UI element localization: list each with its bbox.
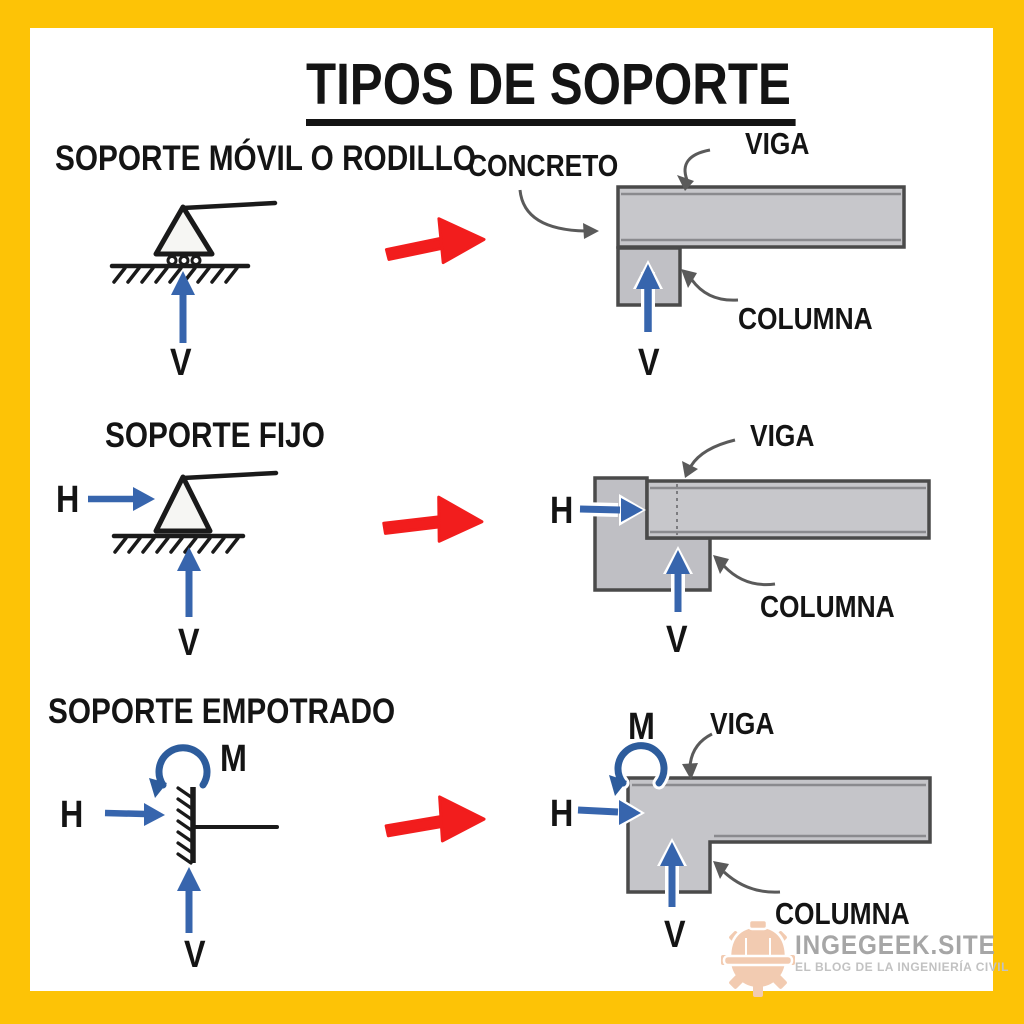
v-force-arrow-icon [633, 260, 663, 332]
ground-hatching [113, 536, 240, 554]
support-triangle [153, 204, 215, 257]
force-label-v: V [664, 914, 686, 956]
roller-wheels-icon [166, 255, 202, 266]
force-label-v: V [170, 342, 192, 384]
beam-edge-lines [650, 486, 926, 534]
force-label-v: V [638, 342, 660, 384]
beam-shape [645, 479, 931, 540]
beam-shape [616, 185, 906, 249]
beam-line [180, 200, 278, 211]
v-force-arrow-icon [177, 547, 201, 617]
concrete-pinned-joint-diagram [579, 438, 931, 612]
red-arrow-icon [384, 795, 486, 843]
moment-arc-arrow-icon [606, 739, 671, 799]
support-triangle [153, 474, 213, 534]
pinned-support-schematic [88, 470, 279, 617]
force-label-v: V [666, 619, 688, 661]
beam-label: VIGA [710, 706, 775, 741]
helmet-shape [722, 918, 794, 967]
watermark-brand: INGEGEEK.SITE [795, 930, 996, 960]
fixed-support-schematic [104, 744, 279, 933]
v-force-arrow-icon [657, 838, 687, 907]
column-label: COLUMNA [760, 589, 895, 624]
force-label-h: H [60, 794, 84, 836]
v-force-arrow-icon [663, 546, 693, 612]
h-force-arrow-icon [579, 494, 646, 526]
ground-hatching [112, 266, 239, 284]
force-label-h: H [550, 793, 574, 835]
viga-annotation-arrow-icon [677, 148, 711, 191]
section-pinned-title: SOPORTE FIJO [105, 416, 325, 455]
column-label: COLUMNA [738, 301, 873, 336]
columna-annotation-arrow-icon [713, 555, 776, 587]
v-force-arrow-icon [171, 271, 195, 343]
beam-edge-lines [632, 783, 926, 838]
columna-annotation-arrow-icon [681, 269, 739, 302]
force-label-v: V [178, 622, 200, 664]
roller-support-schematic [109, 200, 278, 343]
moment-arc-arrow-icon [149, 744, 211, 798]
h-force-arrow-icon [104, 803, 165, 826]
section-roller-title: SOPORTE MÓVIL O RODILLO [55, 139, 476, 178]
red-arrow-icon [384, 217, 486, 265]
wall-hatching [176, 786, 193, 865]
h-force-arrow-icon [88, 487, 155, 511]
helmet-ridges [745, 938, 771, 955]
page-title: TIPOS DE SOPORTE [306, 56, 796, 126]
beam-line [180, 470, 279, 481]
h-force-arrow-icon [577, 796, 645, 829]
red-arrow-icon [382, 495, 484, 543]
concrete-roller-joint-diagram [518, 148, 906, 332]
columna-annotation-arrow-icon [713, 861, 781, 894]
force-label-h: H [550, 490, 574, 532]
moment-label-m: M [220, 738, 247, 780]
beam-label: VIGA [745, 126, 810, 161]
concrete-label: CONCRETO [468, 148, 619, 183]
concrete-fixed-joint-diagram [577, 732, 932, 907]
force-label-h: H [56, 479, 80, 521]
viga-annotation-arrow-icon [682, 438, 736, 478]
force-label-v: V [184, 934, 206, 976]
column-label: COLUMNA [775, 896, 910, 931]
viga-annotation-arrow-icon [682, 732, 713, 780]
helmet-gear-icon [721, 918, 795, 997]
section-fixed-title: SOPORTE EMPOTRADO [48, 692, 396, 731]
concreto-annotation-arrow-icon [518, 189, 599, 239]
beam-label: VIGA [750, 418, 815, 453]
beam-edge-lines [621, 192, 901, 242]
v-force-arrow-icon [177, 867, 201, 933]
watermark-tagline: EL BLOG DE LA INGENIERÍA CIVIL [795, 960, 1009, 974]
